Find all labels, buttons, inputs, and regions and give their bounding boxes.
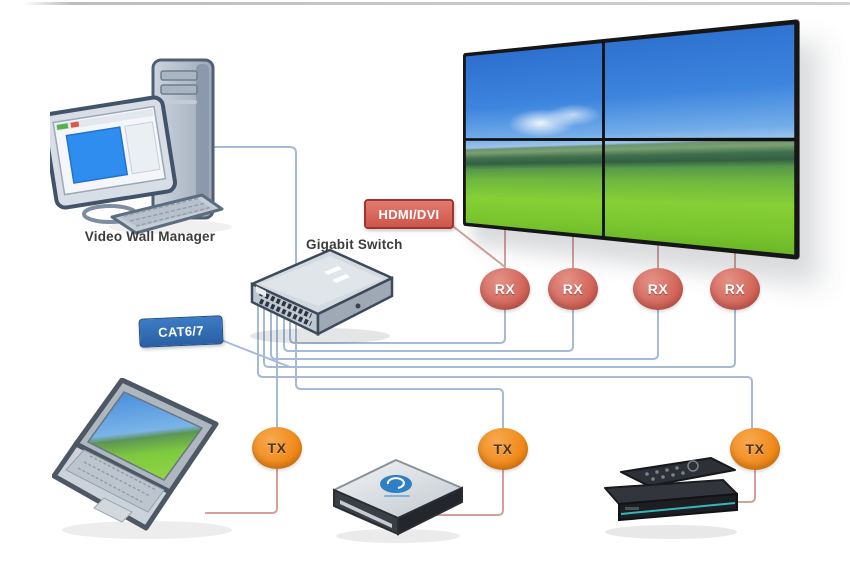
rx-receiver-node-4: RX xyxy=(710,268,760,310)
hdmi-dvi-badge: HDMI/DVI xyxy=(364,199,454,229)
cat6-7-badge: CAT6/7 xyxy=(138,315,224,348)
rx-label: RX xyxy=(494,281,516,297)
tx-transmitter-node-3: TX xyxy=(730,428,780,470)
set-top-box-icon xyxy=(604,457,738,539)
desktop-pc-icon xyxy=(50,58,232,235)
cat6-7-badge-text: CAT6/7 xyxy=(157,323,205,340)
remote-control xyxy=(620,457,736,487)
switch-label: Gigabit Switch xyxy=(306,237,403,252)
pc-keyboard xyxy=(110,193,224,235)
laptop-screen xyxy=(86,391,204,481)
rx-receiver-node-1: RX xyxy=(480,268,530,310)
laptop-icon xyxy=(52,378,232,539)
tx-label: TX xyxy=(267,440,287,456)
wall-horizontal-bezel xyxy=(465,137,795,142)
cat6-cables xyxy=(208,146,753,448)
rx-label: RX xyxy=(562,281,584,297)
computer-label: Video Wall Manager xyxy=(84,229,216,244)
rx-label: RX xyxy=(647,281,669,297)
front-accent-stripe xyxy=(620,502,736,515)
blu-ray-logo xyxy=(380,475,412,493)
receiver-box xyxy=(604,479,738,522)
disc-slot xyxy=(340,500,392,528)
blu-ray-player-icon xyxy=(333,459,463,543)
tx-label: TX xyxy=(745,441,765,457)
video-wall-2x2-icon xyxy=(463,19,800,260)
rx-receiver-node-3: RX xyxy=(633,268,683,310)
laptop-touchpad xyxy=(93,497,133,523)
top-divider xyxy=(22,2,850,5)
tx-transmitter-node-1: TX xyxy=(252,427,302,469)
network-switch-icon xyxy=(250,248,394,344)
tx-transmitter-node-2: TX xyxy=(478,428,528,470)
tx-label: TX xyxy=(493,441,513,457)
rx-label: RX xyxy=(724,281,746,297)
hdmi-dvi-badge-text: HDMI/DVI xyxy=(378,206,440,222)
pc-monitor xyxy=(50,95,178,210)
rx-receiver-node-2: RX xyxy=(548,268,598,310)
